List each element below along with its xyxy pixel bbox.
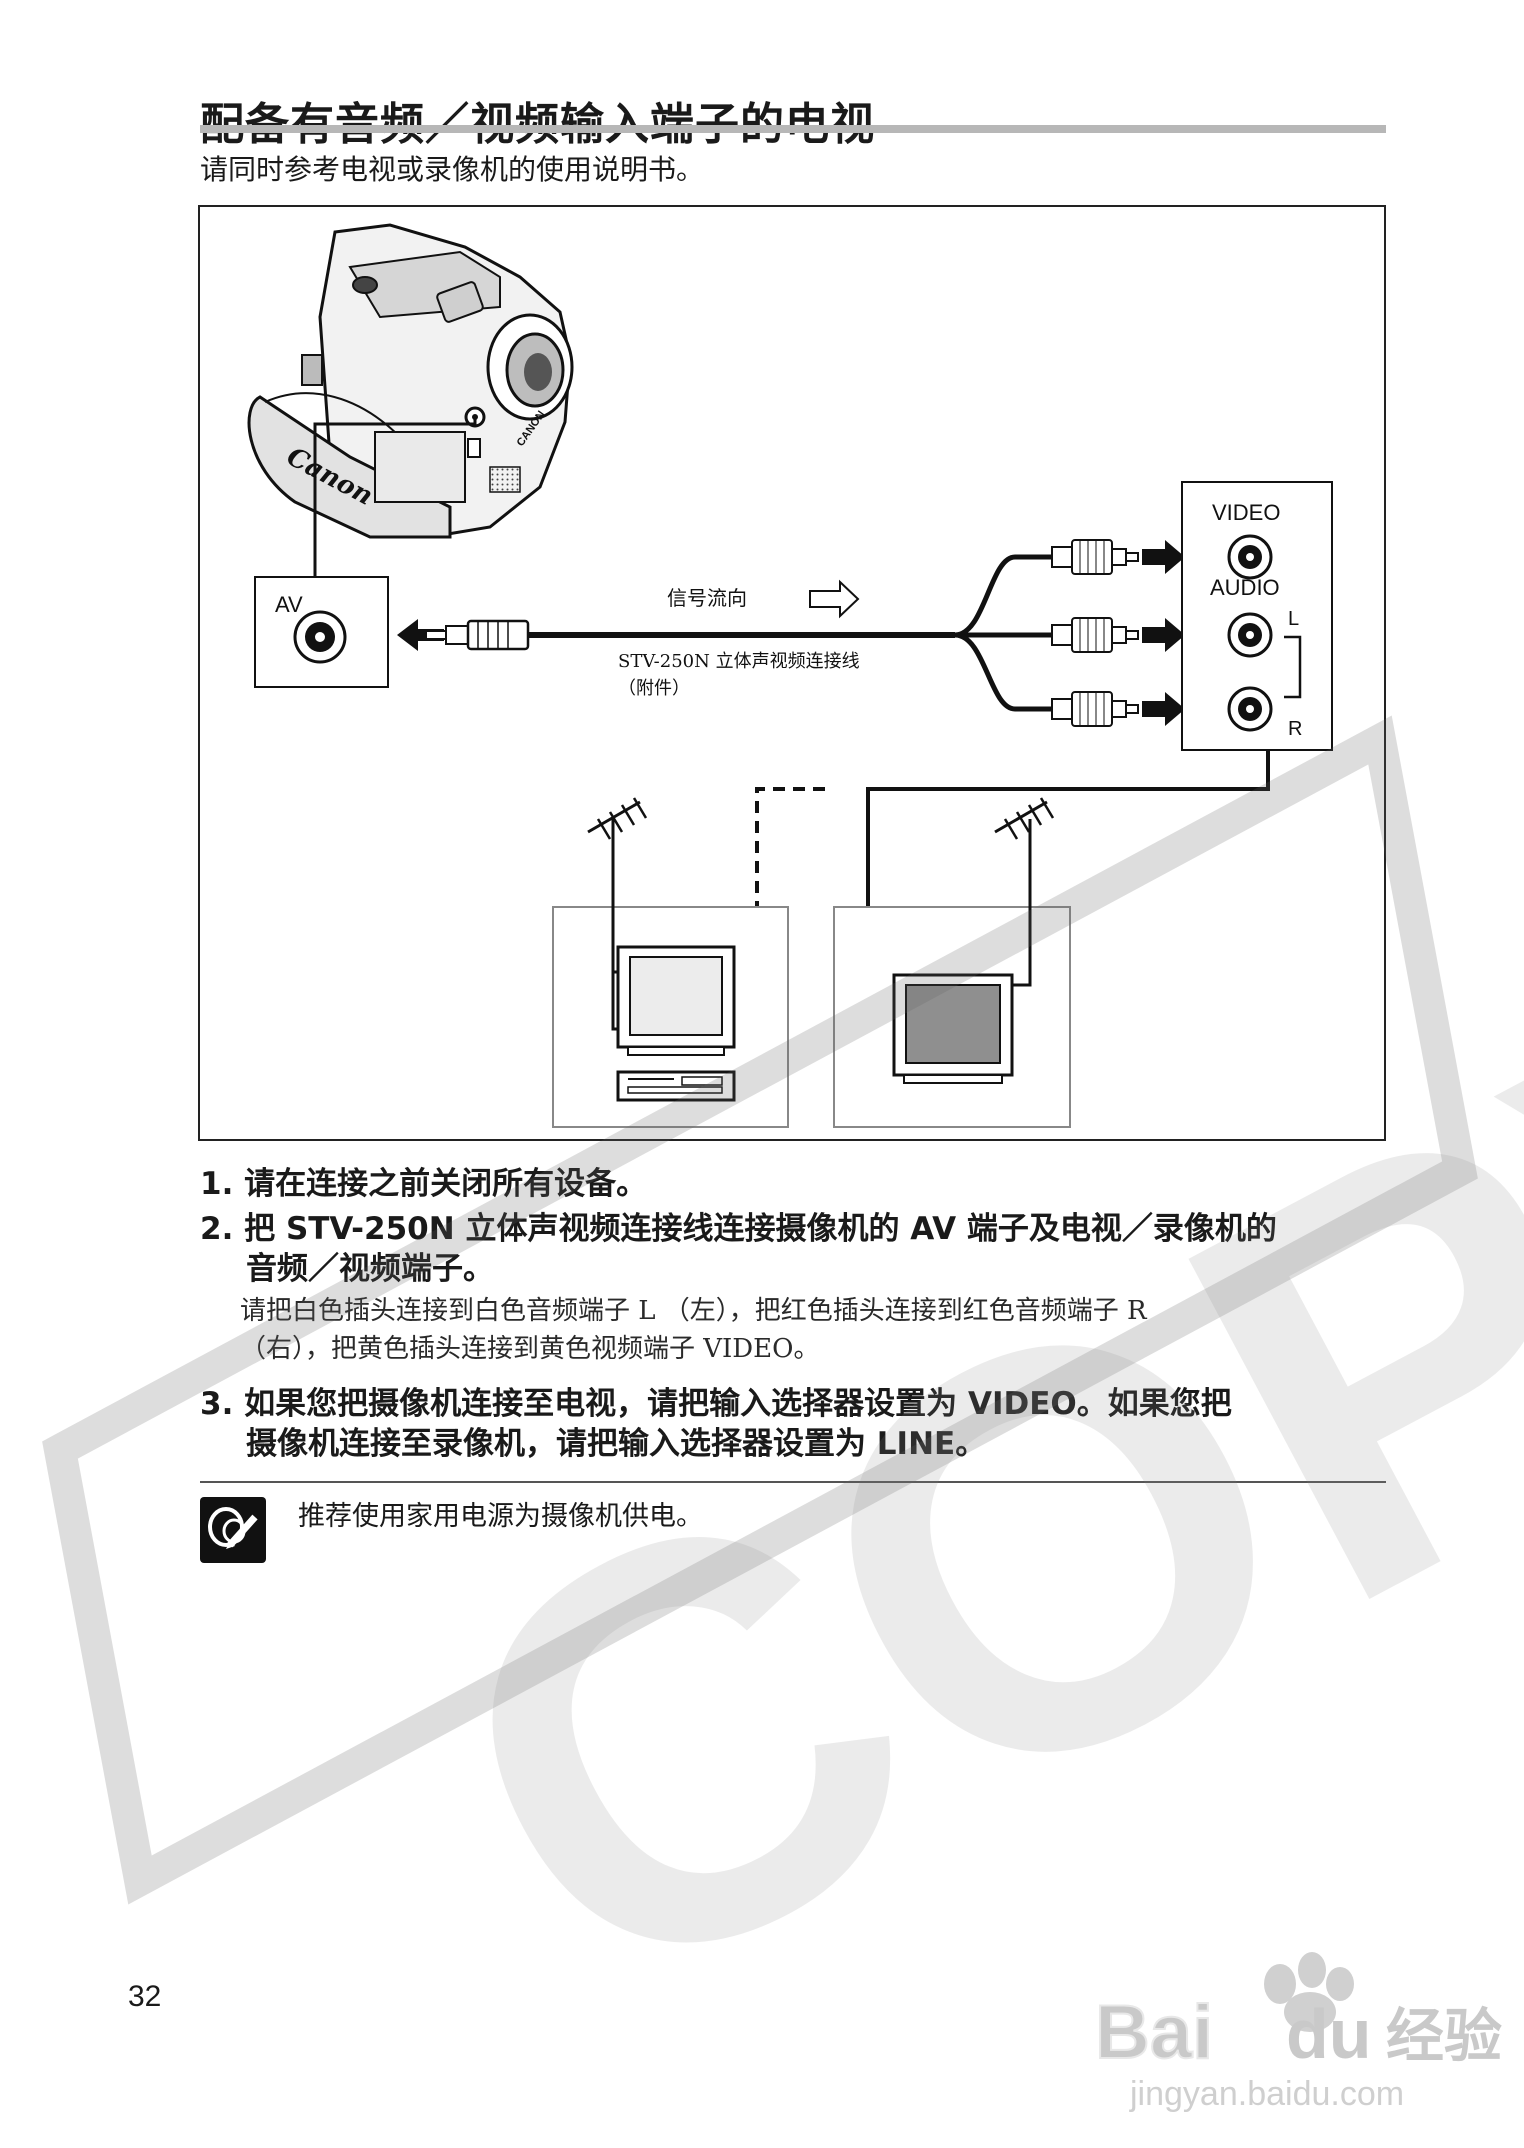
page-subtitle: 请同时参考电视或录像机的使用说明书。 (200, 153, 705, 186)
mini-plug (425, 619, 530, 651)
signal-direction-label: 信号流向 (667, 586, 747, 610)
step-2-text: 把 STV-250N 立体声视频连接线连接摄像机的 AV 端子及电视／录像机的 (244, 1211, 1277, 1247)
page-title: 配备有音频／视频输入端子的电视 (200, 88, 875, 152)
tv-scene (833, 797, 1071, 1128)
baidu-url-text: jingyan.baidu.com (1129, 2075, 1404, 2113)
video-input-label: VIDEO (1212, 500, 1280, 525)
audio-left-label: L (1288, 608, 1299, 630)
rca-plug-audio-white (1051, 617, 1185, 653)
step-3-text: 如果您把摄像机连接至电视，请把输入选择器设置为 VIDEO。如果您把 (244, 1386, 1232, 1422)
step-3-number: 3. (200, 1386, 234, 1422)
memo-text: 推荐使用家用电源为摄像机供电。 (298, 1501, 703, 1532)
page-number: 32 (128, 1980, 162, 2013)
rca-plug-audio-red (1051, 691, 1185, 727)
camcorder-illustration: Canon CANON (247, 223, 574, 539)
audio-input-label: AUDIO (1210, 575, 1280, 600)
signal-direction-arrow (809, 579, 860, 619)
av-terminal-label: AV (275, 592, 303, 617)
diagram-svg: Canon CANON AV 信 (247, 223, 1333, 1128)
connection-diagram: Canon CANON AV 信 (198, 205, 1386, 1141)
cable-branch-video (954, 554, 1052, 638)
step-2: 2. 把 STV-250N 立体声视频连接线连接摄像机的 AV 端子及电视／录像… (200, 1203, 1277, 1248)
title-underline-bar (200, 125, 1386, 133)
step-2-note-line-2: （右），把黄色插头连接到黄色视频端子 VIDEO。 (240, 1334, 820, 1364)
step-2-number: 2. (200, 1211, 234, 1247)
baidu-watermark: Bai du 经验 jingyan.baidu.com (1090, 1940, 1510, 2124)
paw-icon (1264, 1952, 1354, 2032)
antenna-icon (994, 797, 1055, 957)
av-input-arrow (397, 619, 444, 651)
rca-plug-video (1051, 539, 1185, 575)
step-1-number: 1. (200, 1166, 234, 1202)
av-terminal-box: AV (254, 576, 389, 688)
step-2-note-line-1: 请把白色插头连接到白色音频端子 L （左），把红色插头连接到红色音频端子 R (240, 1296, 1147, 1326)
step-2-text-cont: 音频／视频端子。 (246, 1251, 494, 1287)
audio-right-label: R (1288, 718, 1302, 740)
step-1: 1. 请在连接之前关闭所有设备。 (200, 1158, 647, 1203)
baidu-brand-text: Bai (1095, 1990, 1213, 2075)
av-callout-line (313, 417, 477, 577)
baidu-jingyan-text: 经验 (1386, 2002, 1502, 2070)
cable-branch-audio-r (954, 632, 1052, 712)
step-3-text-cont: 摄像机连接至录像机，请把输入选择器设置为 LINE。 (246, 1426, 987, 1462)
cable-note-label: （附件） (618, 678, 690, 699)
cable-name-label: STV-250N 立体声视频连接线 (618, 651, 860, 672)
antenna-icon (587, 797, 648, 857)
tv-vcr-scene (552, 797, 789, 1128)
memo-divider (200, 1481, 1386, 1483)
step-1-text: 请在连接之前关闭所有设备。 (244, 1166, 648, 1202)
baidu-brand-text-2: du (1286, 1995, 1372, 2073)
memo-pencil-icon (200, 1497, 266, 1563)
step-3: 3. 如果您把摄像机连接至电视，请把输入选择器设置为 VIDEO。如果您把 (200, 1378, 1232, 1423)
tv-input-panel: VIDEO AUDIO L R (1181, 481, 1333, 751)
